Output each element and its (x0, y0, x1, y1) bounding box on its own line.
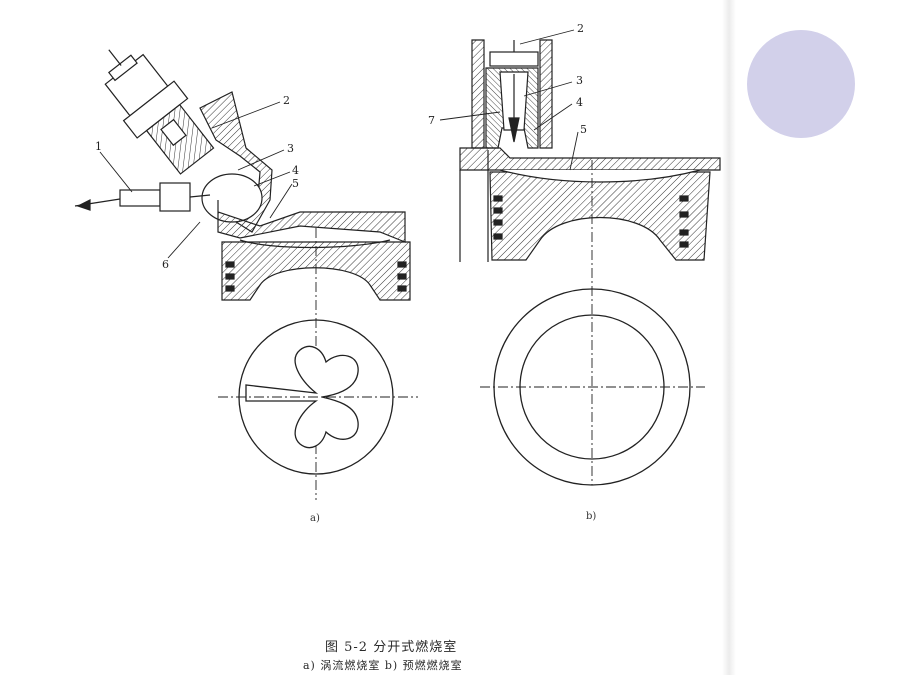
diagram-a-section (74, 49, 411, 500)
plan-view-b (480, 288, 705, 486)
figure-caption-subtitle: a) 涡流燃烧室 b) 预燃燃烧室 (303, 659, 463, 672)
part-label-a-2: 2 (283, 94, 290, 107)
glow-plug (74, 182, 211, 212)
page-edge-shadow (722, 0, 736, 675)
subfigure-label-b: b) (586, 511, 597, 522)
part-label-a-4: 4 (292, 164, 299, 177)
part-label-b-4: 4 (576, 96, 583, 109)
injector-a (104, 49, 215, 175)
part-label-b-5: 5 (580, 123, 587, 136)
part-label-a-6: 6 (162, 258, 169, 271)
plan-view-a (218, 319, 418, 475)
part-label-a-3: 3 (287, 142, 294, 155)
part-labels: 1 2 3 4 5 6 2 3 4 5 7 (95, 22, 587, 271)
part-label-b-7: 7 (428, 114, 435, 127)
part-label-a-5: 5 (292, 177, 299, 190)
figure-caption-title: 图 5-2 分开式燃烧室 (325, 640, 458, 655)
decorative-circle (747, 30, 855, 138)
part-label-b-3: 3 (576, 74, 583, 87)
part-label-b-2: 2 (577, 22, 584, 35)
diagram-b-section (439, 29, 721, 485)
part-label-a-1: 1 (95, 140, 102, 153)
subfigure-label-a: a) (310, 513, 320, 524)
